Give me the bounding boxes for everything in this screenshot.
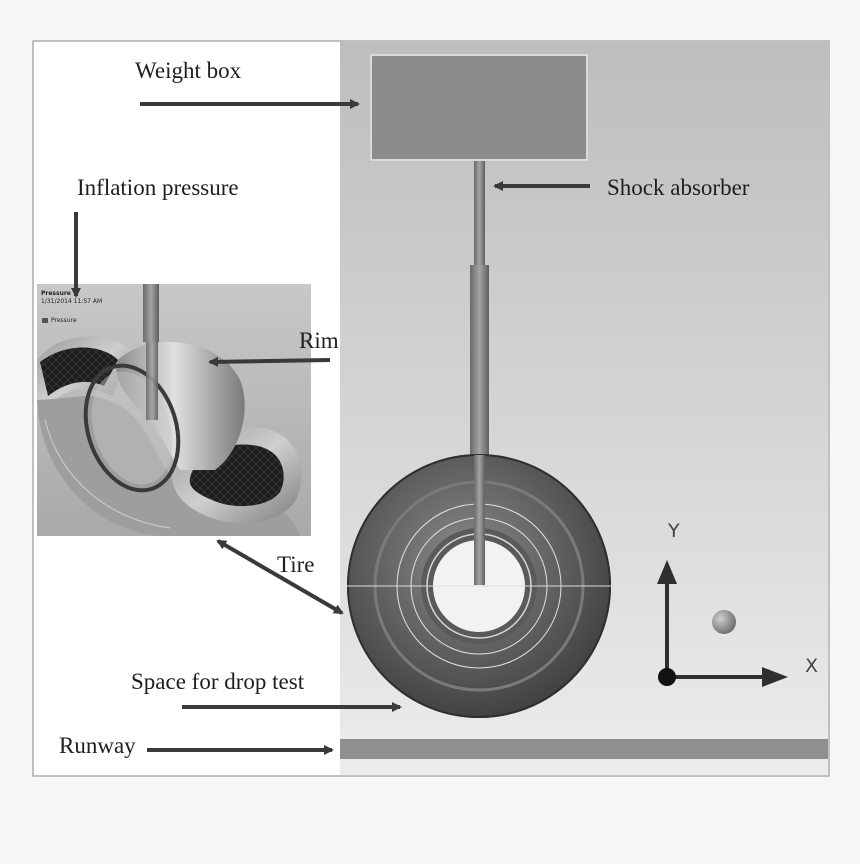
inset-title: Pressure [41,290,71,297]
label-space-for-drop-test: Space for drop test [131,669,305,694]
label-shock-absorber: Shock absorber [607,175,750,200]
runway-surface [340,739,828,759]
annotation-arrows [71,99,590,755]
pressure-inset [37,284,311,536]
label-weight-box: Weight box [135,58,242,83]
label-rim: Rim [299,328,339,353]
label-tire: Tire [277,552,315,577]
inset-legend-swatch [42,318,48,323]
rim-arrow [208,356,331,367]
coordinate-axes [657,560,788,687]
axis-y-label: Y [668,520,680,542]
weight-box [370,54,588,161]
shock-absorber-upper [474,161,485,267]
axle-rod [474,455,485,585]
shock-absorber-lower [470,265,489,457]
label-runway: Runway [59,733,136,758]
axis-x-label: X [805,655,819,677]
inset-timestamp: 1/31/2014 11:57 AM [41,298,103,305]
tire-arrow [216,539,344,615]
label-inflation-pressure: Inflation pressure [77,175,239,200]
inset-legend-label: Pressure [51,317,77,324]
